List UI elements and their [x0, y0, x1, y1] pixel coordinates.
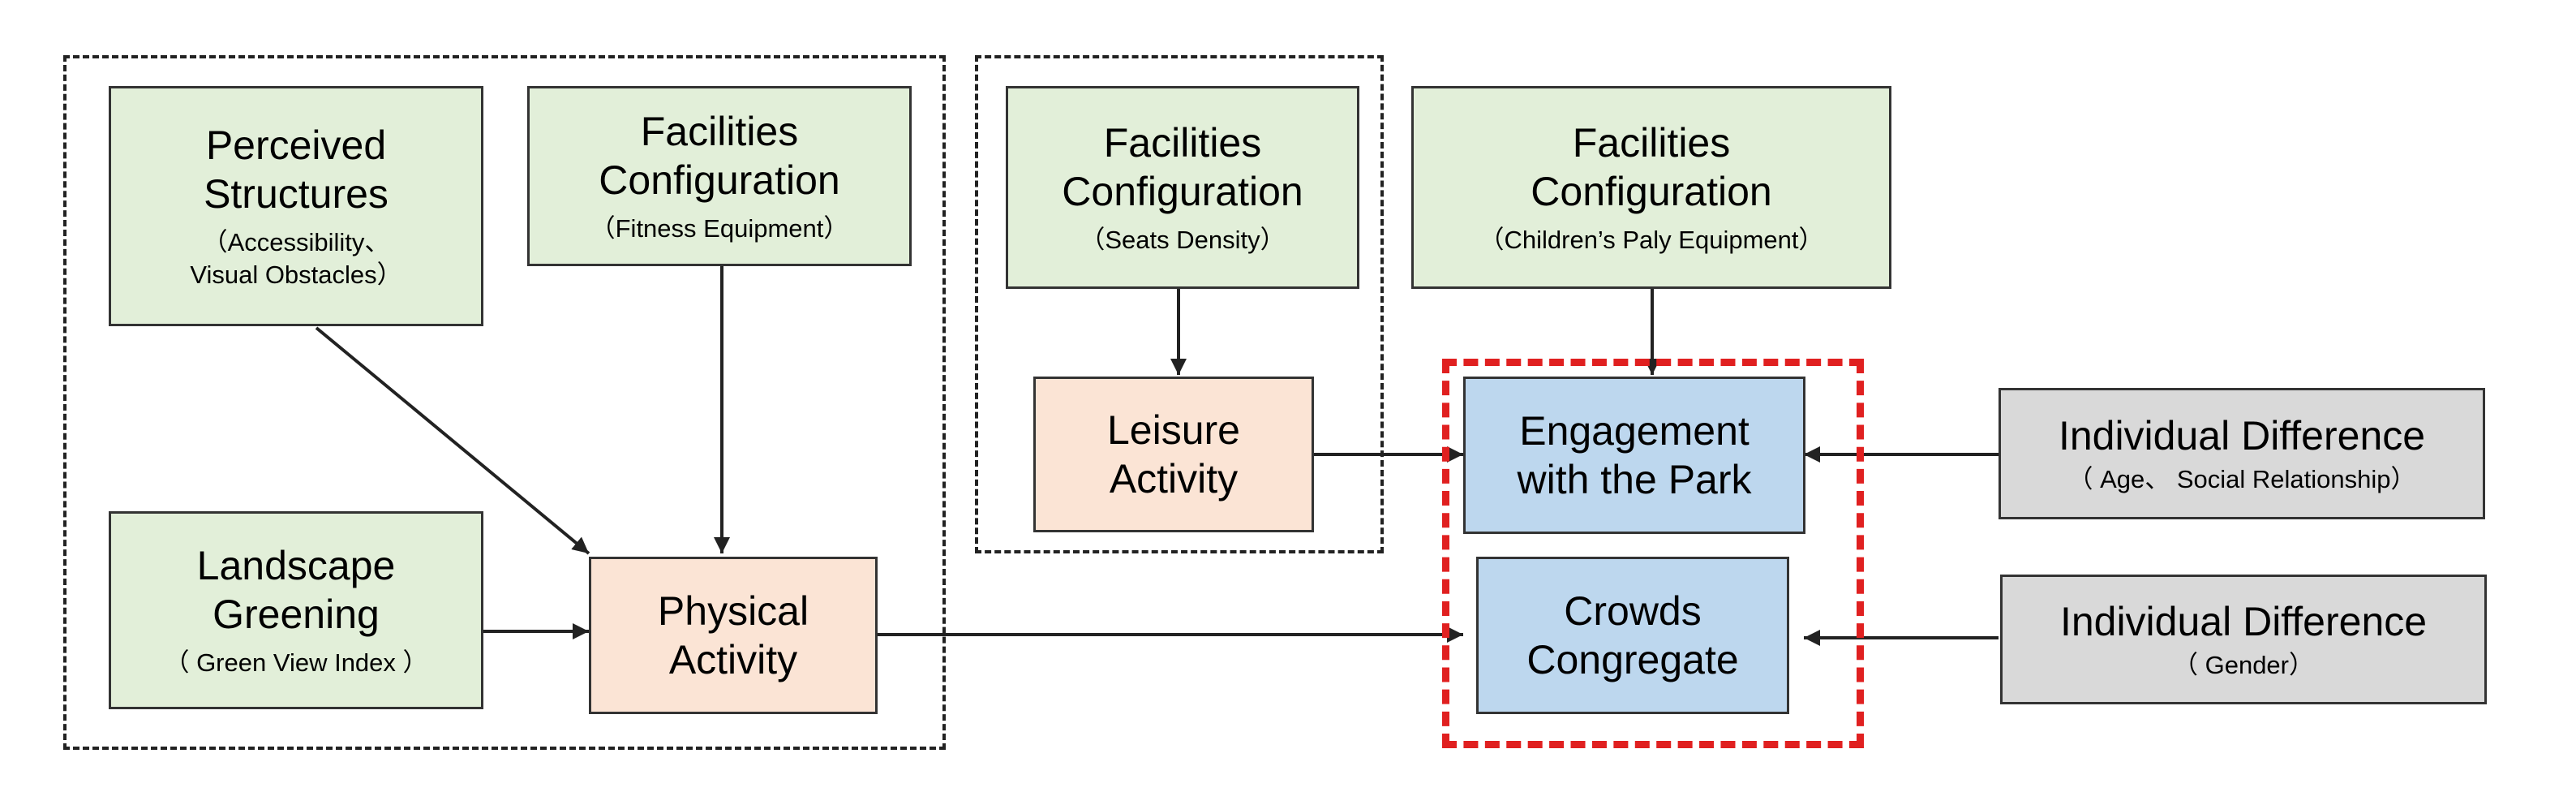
facilities-fitness-title: Facilities Configuration [599, 109, 840, 203]
outcomes-focus-group [1442, 359, 1864, 748]
perceived-structures-detail: （Accessibility、 Visual Obstacles） [190, 228, 402, 289]
individual-age-node: Individual Difference （ Age、 Social Rela… [1999, 388, 2485, 519]
leisure-activity-node: Leisure Activity [1033, 377, 1314, 532]
facilities-play-node: Facilities Configuration （Children’s Pal… [1411, 86, 1891, 289]
leisure-activity-group [975, 55, 1384, 553]
landscape-greening-title: Landscape Greening [196, 543, 396, 637]
facilities-play-detail: （Children’s Paly Equipment） [1479, 226, 1824, 254]
individual-age-title: Individual Difference [2058, 413, 2426, 458]
facilities-fitness-node: Facilities Configuration （Fitness Equipm… [527, 86, 912, 266]
arrow-structures-to-physical [315, 326, 590, 555]
individual-age-detail: （ Age、 Social Relationship） [2067, 465, 2416, 493]
physical-activity-group [63, 55, 946, 750]
physical-activity-node: Physical Activity [589, 557, 878, 714]
leisure-activity-title: Leisure Activity [1107, 407, 1240, 502]
perceived-structures-node: Perceived Structures （Accessibility、 Vis… [109, 86, 483, 326]
perceived-structures-title: Perceived Structures [204, 123, 389, 217]
facilities-seats-detail: （Seats Density） [1080, 226, 1286, 254]
landscape-greening-node: Landscape Greening （ Green View Index ） [109, 511, 483, 709]
individual-gender-title: Individual Difference [2059, 599, 2428, 644]
landscape-greening-detail: （ Green View Index ） [164, 648, 428, 677]
engagement-title: Engagement with the Park [1517, 408, 1752, 502]
facilities-fitness-detail: （Fitness Equipment） [590, 214, 849, 243]
facilities-play-title: Facilities Configuration [1531, 120, 1772, 214]
crowds-node: Crowds Congregate [1476, 557, 1789, 714]
individual-gender-node: Individual Difference （ Gender） [2000, 575, 2487, 704]
crowds-title: Crowds Congregate [1526, 588, 1739, 682]
facilities-seats-title: Facilities Configuration [1062, 120, 1303, 214]
facilities-seats-node: Facilities Configuration （Seats Density） [1006, 86, 1359, 289]
individual-gender-detail: （ Gender） [2172, 651, 2314, 679]
physical-activity-title: Physical Activity [657, 588, 809, 682]
engagement-node: Engagement with the Park [1463, 377, 1805, 534]
